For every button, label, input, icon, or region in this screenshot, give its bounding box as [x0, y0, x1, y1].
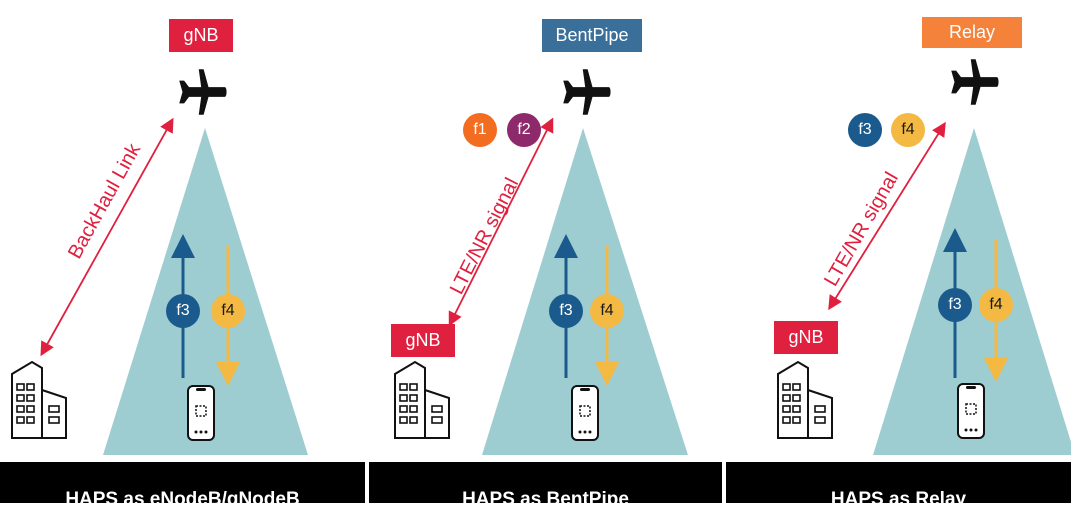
signal-label-f2: f2	[507, 113, 541, 147]
footer-label: HAPS as Relay	[830, 489, 967, 510]
top-tag-bentpipe: BentPipe	[542, 19, 642, 52]
smartphone-icon	[187, 385, 215, 441]
top-tag-gnb: gNB	[169, 19, 233, 52]
building-icon	[777, 361, 833, 439]
signal-label-f4: f4	[891, 113, 925, 147]
beam-label-f3: f3	[166, 294, 200, 328]
top-tag-relay: Relay	[922, 17, 1022, 48]
panel-enodeb	[11, 69, 308, 455]
lte-nr-link	[828, 121, 946, 311]
lte-nr-link	[448, 117, 554, 327]
coverage-beam	[103, 128, 308, 455]
footer-label: HAPS as eNodeB/gNodeB	[65, 489, 300, 510]
ground-tag-gnb: gNB	[774, 321, 838, 354]
beam-label-f4: f4	[211, 294, 245, 328]
beam-label-f4: f4	[590, 294, 624, 328]
footer-relay: HAPS as Relay	[726, 462, 1071, 510]
airplane-icon	[179, 69, 227, 115]
smartphone-icon	[957, 383, 985, 439]
footer-enodeb: HAPS as eNodeB/gNodeB	[0, 462, 365, 510]
signal-label-f3: f3	[848, 113, 882, 147]
beam-label-f3: f3	[938, 288, 972, 322]
coverage-beam	[482, 128, 688, 455]
signal-label-f1: f1	[463, 113, 497, 147]
panel-relay	[777, 59, 1071, 455]
panel-bentpipe	[394, 69, 688, 455]
footer-bentpipe: HAPS as BentPipe	[369, 462, 722, 510]
airplane-icon	[951, 59, 999, 105]
beam-label-f3: f3	[549, 294, 583, 328]
building-icon	[11, 361, 67, 439]
airplane-icon	[563, 69, 611, 115]
ground-tag-gnb: gNB	[391, 324, 455, 357]
footer-label: HAPS as BentPipe	[462, 489, 629, 510]
beam-label-f4: f4	[979, 288, 1013, 322]
building-icon	[394, 361, 450, 439]
backhaul-link	[40, 117, 174, 357]
coverage-beam	[873, 128, 1071, 455]
smartphone-icon	[571, 385, 599, 441]
